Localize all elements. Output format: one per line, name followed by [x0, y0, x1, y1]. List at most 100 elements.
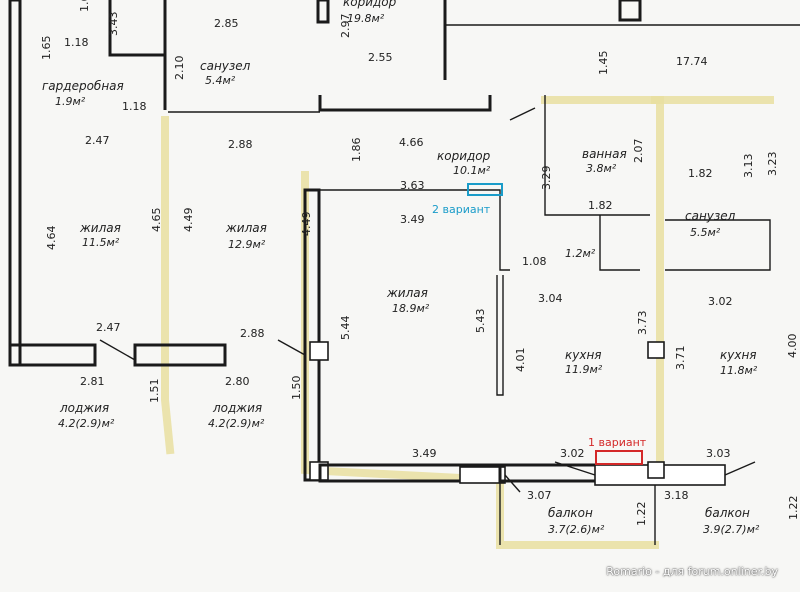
dim: 3.71 — [674, 346, 687, 371]
dim: 4.66 — [399, 136, 424, 149]
svg-text:3.7(2.6)м²: 3.7(2.6)м² — [548, 523, 605, 536]
svg-text:жилая: жилая — [225, 221, 267, 235]
svg-text:жилая: жилая — [386, 286, 428, 300]
dim: 3.18 — [664, 489, 689, 502]
svg-text:санузел: санузел — [200, 59, 251, 73]
dim: 3.43 — [107, 12, 120, 37]
watermark: Romario - для forum.onliner.by — [606, 565, 778, 578]
svg-text:4.2(2.9)м²: 4.2(2.9)м² — [208, 417, 265, 430]
dim: 4.00 — [786, 334, 799, 359]
svg-text:ванная: ванная — [582, 147, 627, 161]
svg-text:1.2м²: 1.2м² — [565, 247, 596, 260]
dim: 2.85 — [214, 17, 239, 30]
svg-text:кухня: кухня — [565, 348, 602, 362]
room-corridor-main: коридор 10.1м² — [437, 149, 491, 177]
svg-text:кухня: кухня — [720, 348, 757, 362]
dim: 1.60 — [78, 0, 91, 12]
room-balcony-right: балкон 3.9(2.7)м² — [703, 506, 760, 536]
svg-text:коридор: коридор — [437, 149, 491, 163]
dimension-labels: 1.60 3.43 2.85 2.97 1.65 1.18 2.10 2.55 … — [40, 0, 800, 526]
room-kitchen-right: кухня 11.8м² — [720, 348, 758, 377]
dim: 17.74 — [676, 55, 708, 68]
dim: 2.88 — [240, 327, 265, 340]
dim: 1.65 — [40, 36, 53, 61]
dim: 2.10 — [173, 56, 186, 81]
dim: 2.55 — [368, 51, 393, 64]
room-loggia-mid: лоджия 4.2(2.9)м² — [208, 401, 265, 430]
walls — [8, 0, 800, 545]
dim: 2.47 — [85, 134, 110, 147]
dim: 4.49 — [300, 212, 313, 237]
dim: 5.44 — [339, 316, 352, 341]
dim: 3.63 — [400, 179, 425, 192]
dim: 3.13 — [742, 154, 755, 179]
dim: 3.02 — [560, 447, 585, 460]
svg-text:11.9м²: 11.9м² — [565, 363, 603, 376]
dim: 1.50 — [290, 376, 303, 401]
dim: 4.64 — [45, 226, 58, 251]
dim: 4.65 — [150, 208, 163, 233]
dim: 4.01 — [514, 348, 527, 373]
dim: 3.49 — [400, 213, 425, 226]
dim: 3.07 — [527, 489, 552, 502]
dim: 1.82 — [588, 199, 613, 212]
variant-1-annotation: 1 вариант — [588, 436, 647, 465]
svg-text:балкон: балкон — [705, 506, 750, 520]
room-kitchen-left: кухня 11.9м² — [565, 348, 603, 376]
dim: 3.49 — [412, 447, 437, 460]
svg-text:лоджия: лоджия — [59, 401, 109, 415]
room-corridor-top: коридор 19.8м² — [343, 0, 397, 25]
dim: 2.81 — [80, 375, 105, 388]
svg-text:1 вариант: 1 вариант — [588, 436, 647, 449]
svg-text:1.9м²: 1.9м² — [55, 95, 86, 108]
svg-text:11.5м²: 11.5м² — [82, 236, 120, 249]
dim: 1.08 — [522, 255, 547, 268]
room-bath-top: санузел 5.4м² — [200, 59, 251, 87]
dim: 3.73 — [636, 311, 649, 336]
svg-text:12.9м²: 12.9м² — [228, 238, 266, 251]
svg-text:4.2(2.9)м²: 4.2(2.9)м² — [58, 417, 115, 430]
dim: 3.03 — [706, 447, 731, 460]
dim: 3.04 — [538, 292, 563, 305]
svg-text:балкон: балкон — [548, 506, 593, 520]
svg-text:гардеробная: гардеробная — [42, 79, 124, 93]
svg-text:10.1м²: 10.1м² — [453, 164, 491, 177]
dim: 2.07 — [632, 139, 645, 164]
dim: 2.88 — [228, 138, 253, 151]
svg-text:2 вариант: 2 вариант — [432, 203, 491, 216]
room-wc: 1.2м² — [565, 247, 596, 260]
room-bathroom: ванная 3.8м² — [582, 147, 627, 175]
svg-text:18.9м²: 18.9м² — [392, 302, 430, 315]
dim: 1.82 — [688, 167, 713, 180]
svg-text:5.4м²: 5.4м² — [205, 74, 236, 87]
dim: 1.45 — [597, 51, 610, 76]
dim: 3.02 — [708, 295, 733, 308]
svg-text:жилая: жилая — [79, 221, 121, 235]
dim: 4.49 — [182, 208, 195, 233]
room-labels: гардеробная 1.9м² санузел 5.4м² коридор … — [42, 0, 760, 536]
svg-text:11.8м²: 11.8м² — [720, 364, 758, 377]
dim: 1.51 — [148, 379, 161, 404]
dim: 1.18 — [122, 100, 147, 113]
svg-text:3.8м²: 3.8м² — [586, 162, 617, 175]
room-balcony-left: балкон 3.7(2.6)м² — [548, 506, 605, 536]
dim: 1.18 — [64, 36, 89, 49]
svg-text:санузел: санузел — [685, 209, 736, 223]
dim: 2.47 — [96, 321, 121, 334]
room-living-big: жилая 18.9м² — [386, 286, 430, 315]
room-living-left: жилая 11.5м² — [79, 221, 121, 249]
room-bath-right: санузел 5.5м² — [685, 209, 736, 239]
svg-text:лоджия: лоджия — [212, 401, 262, 415]
dim: 5.43 — [474, 309, 487, 334]
dim: 2.97 — [339, 14, 352, 39]
svg-text:коридор: коридор — [343, 0, 397, 9]
dim: 1.22 — [787, 496, 800, 521]
dim: 1.86 — [350, 138, 363, 163]
svg-text:5.5м²: 5.5м² — [690, 226, 721, 239]
room-living-mid: жилая 12.9м² — [225, 221, 267, 251]
dim: 3.29 — [540, 166, 553, 191]
dim: 2.80 — [225, 375, 250, 388]
variant-2-annotation: 2 вариант — [432, 183, 503, 216]
svg-text:3.9(2.7)м²: 3.9(2.7)м² — [703, 523, 760, 536]
